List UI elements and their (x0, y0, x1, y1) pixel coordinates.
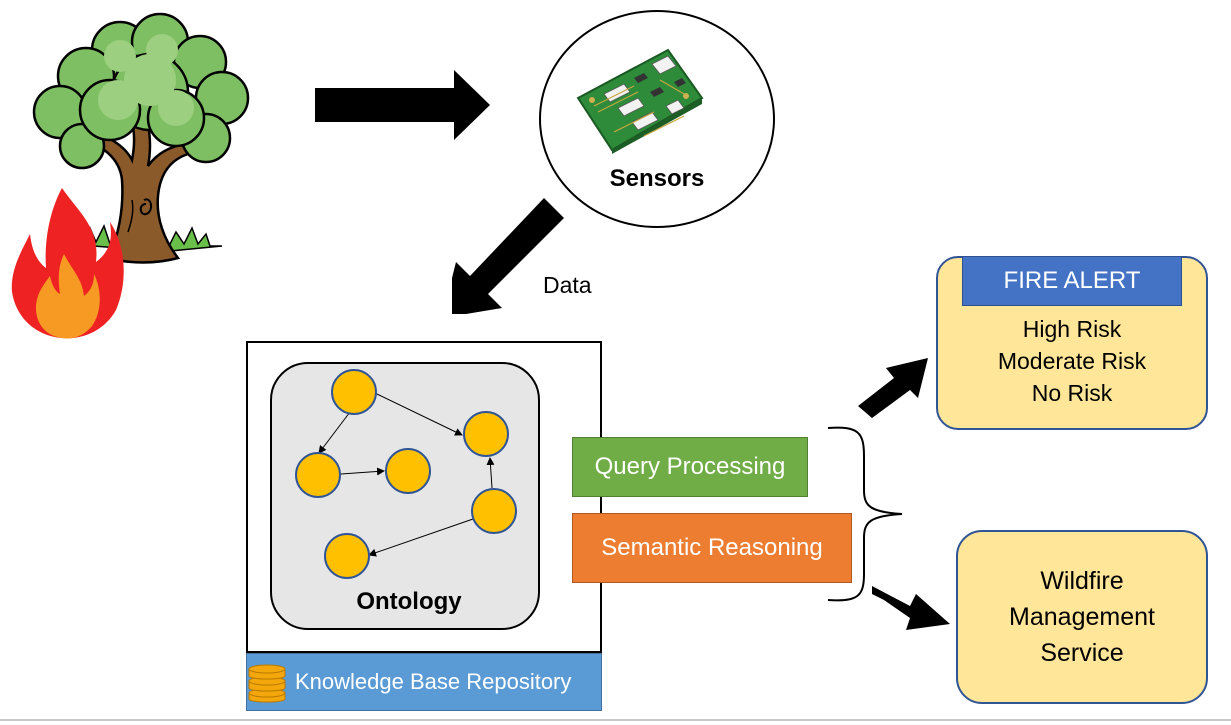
database-icon (248, 664, 286, 703)
service-line-2: Management (1009, 603, 1155, 631)
wildfire-service-box (956, 530, 1208, 704)
query-processing-box: Query Processing (572, 437, 808, 497)
arrow-down-right-icon (872, 586, 950, 630)
data-flow-label: Data (543, 272, 592, 298)
ontology-nodes (295, 369, 517, 579)
arrow-right-icon (315, 70, 490, 140)
semantic-reasoning-box: Semantic Reasoning (572, 513, 852, 583)
ontology-label: Ontology (356, 588, 462, 615)
bottom-divider (0, 719, 1231, 721)
service-line-1: Wildfire (1040, 567, 1124, 595)
fire-icon (11, 188, 124, 339)
ontology-node (324, 533, 370, 579)
knowledge-base-bar: Knowledge Base Repository (246, 653, 602, 711)
tree-icon (11, 12, 250, 339)
circuit-board-icon (576, 48, 704, 154)
ontology-node (331, 369, 377, 415)
ontology-node (295, 452, 341, 498)
brace-icon (827, 426, 903, 602)
sensors-label: Sensors (609, 165, 705, 192)
knowledge-base-label: Knowledge Base Repository (295, 669, 572, 694)
ontology-graph (295, 369, 517, 579)
arrow-down-left-icon (452, 198, 564, 314)
risk-level-none: No Risk (1031, 380, 1113, 406)
risk-level-high: High Risk (1022, 316, 1122, 342)
ontology-node (471, 488, 517, 534)
service-line-3: Service (1040, 639, 1124, 667)
arrow-up-right-icon (858, 358, 928, 418)
ontology-edges (318, 393, 495, 557)
risk-level-moderate: Moderate Risk (997, 348, 1147, 374)
ontology-node (463, 411, 509, 457)
fire-alert-title: FIRE ALERT (962, 256, 1182, 306)
ontology-node (385, 448, 431, 494)
